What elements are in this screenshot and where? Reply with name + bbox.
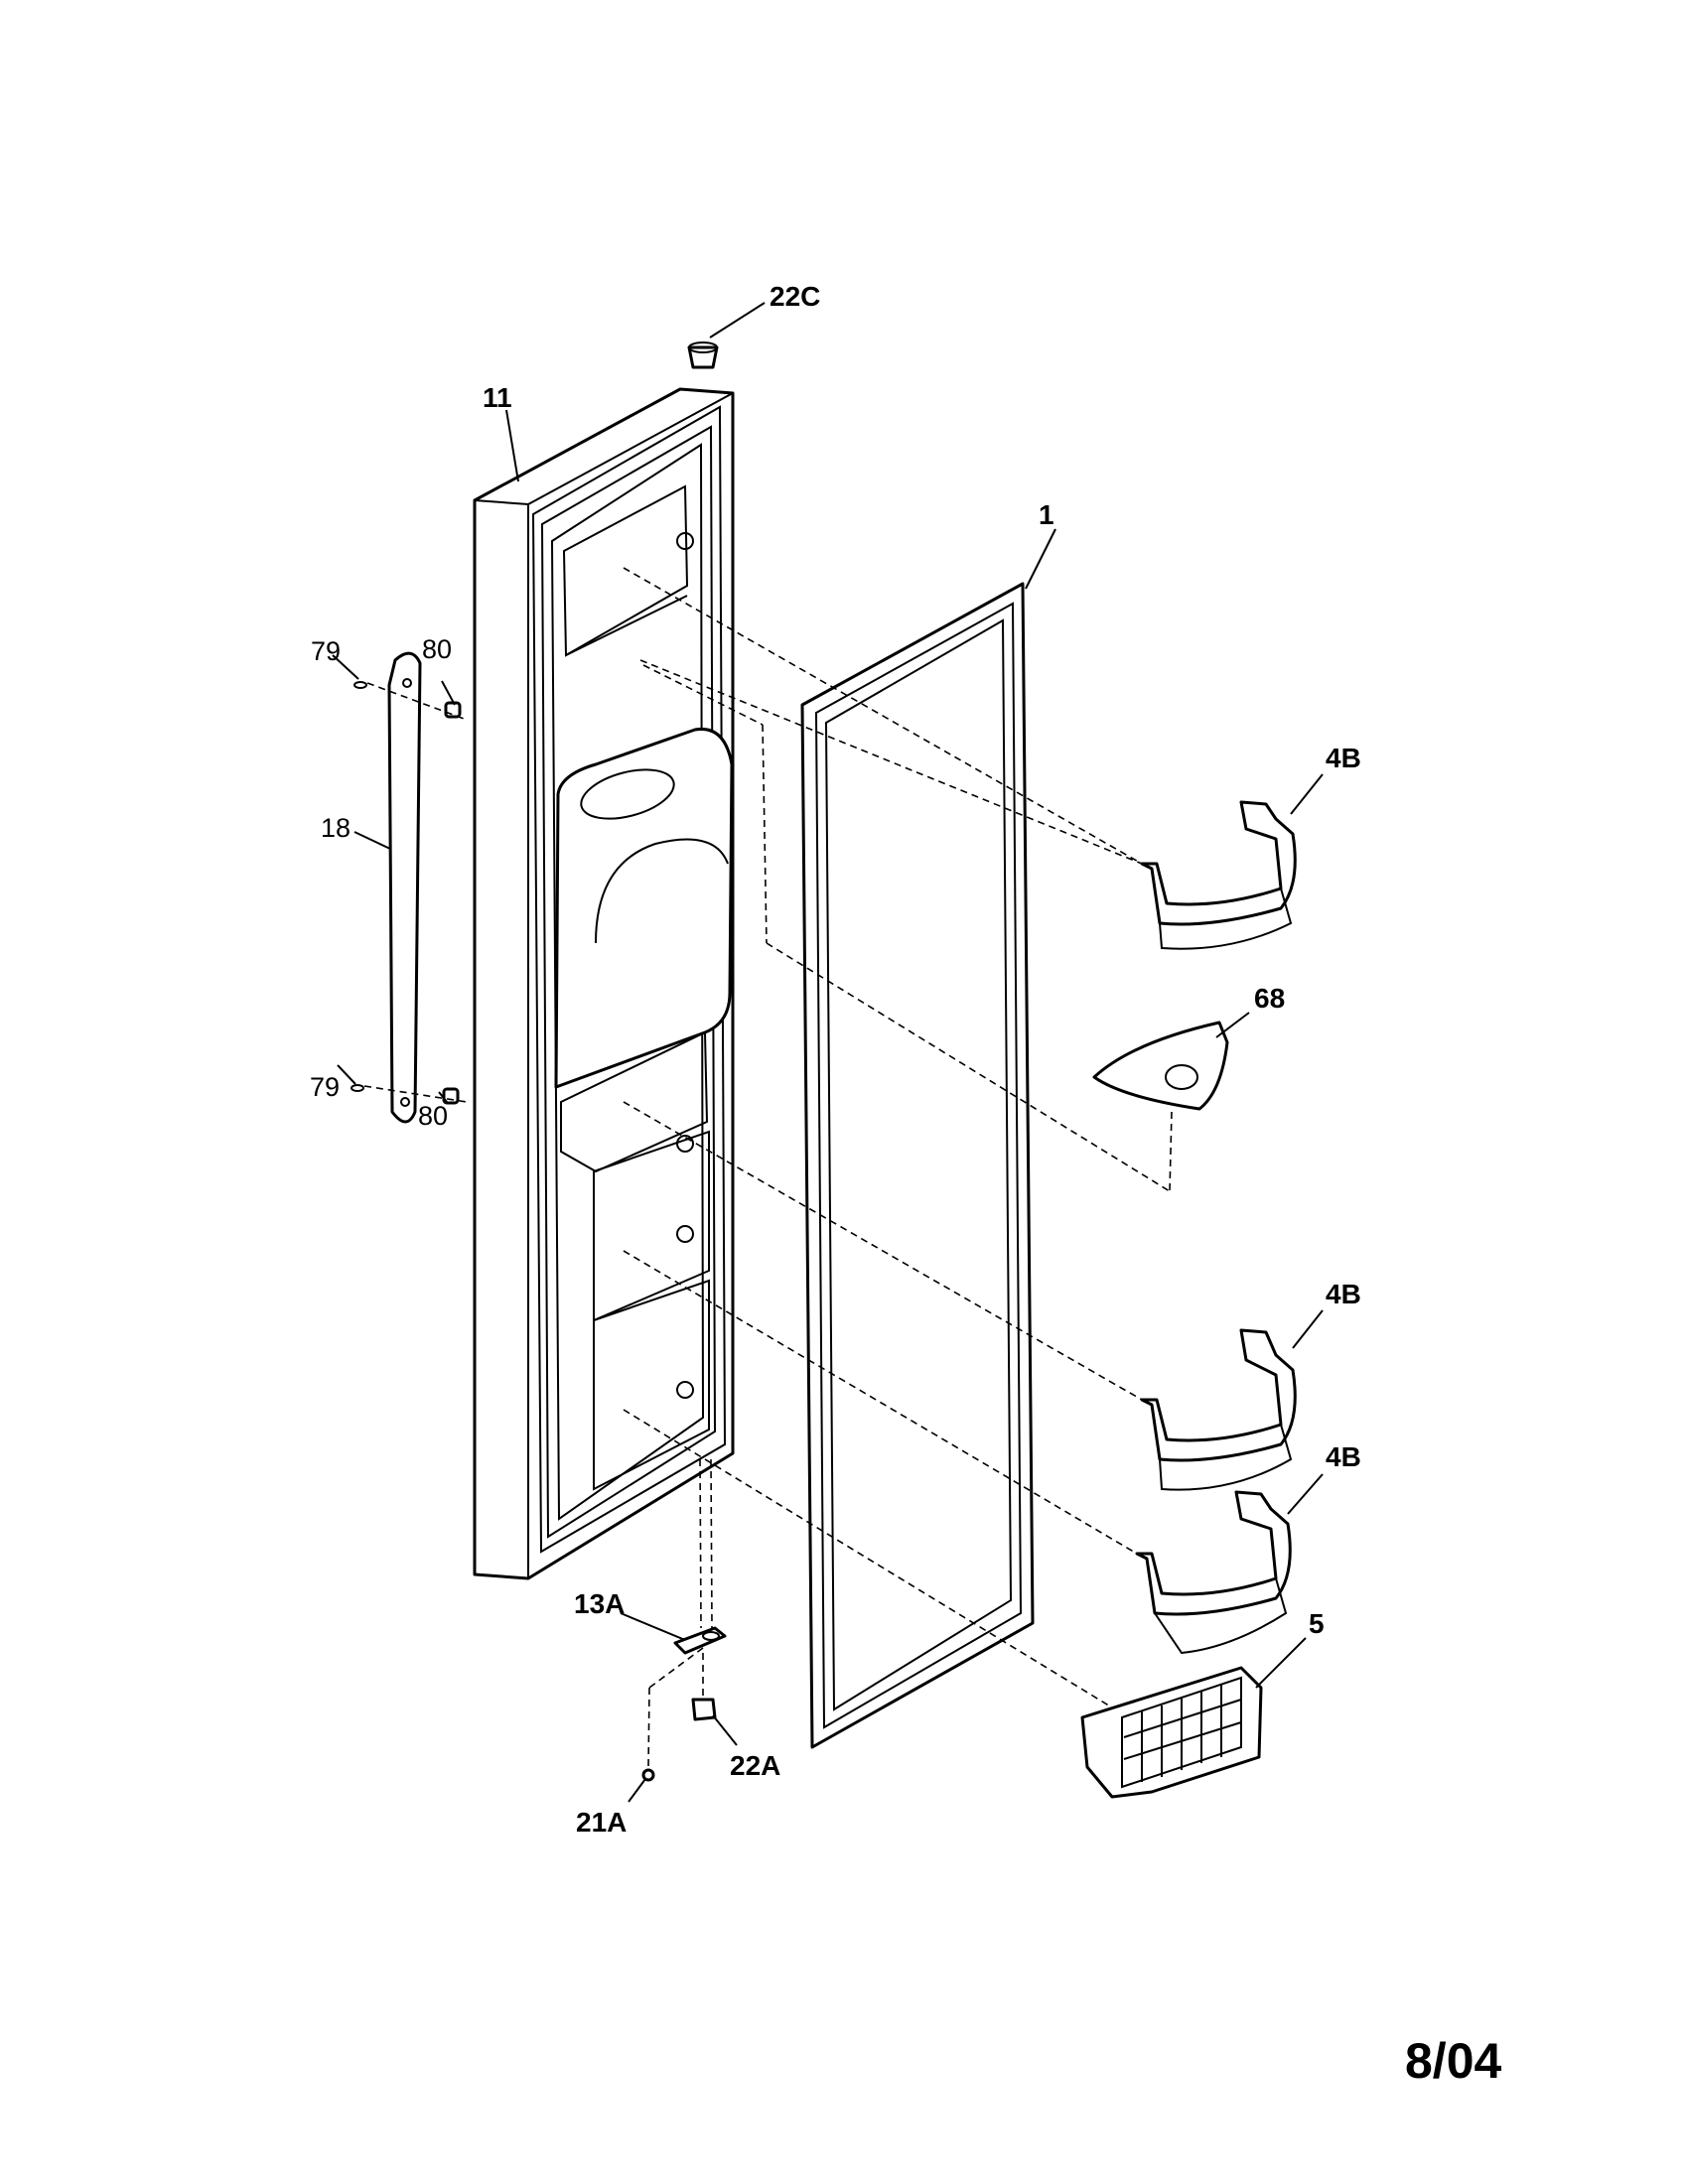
bottom-hinge — [673, 1626, 727, 1655]
door-gasket — [800, 582, 1035, 1749]
callout-80-top: 80 — [422, 634, 452, 664]
door-handle — [387, 651, 422, 1124]
callout-1: 1 — [1039, 499, 1054, 530]
callout-79-bottom: 79 — [310, 1072, 340, 1102]
callout-68: 68 — [1254, 983, 1285, 1014]
callout-4B-top: 4B — [1326, 743, 1361, 773]
dispenser-cup — [1092, 1021, 1229, 1192]
callout-5: 5 — [1309, 1608, 1325, 1639]
callout-22A: 22A — [730, 1750, 780, 1781]
door-bin-lower — [1135, 1490, 1292, 1655]
screw-bottom — [351, 1084, 364, 1092]
screw-top — [353, 681, 367, 689]
callout-4B-middle: 4B — [1326, 1279, 1361, 1309]
callout-13A: 13A — [574, 1588, 625, 1619]
dispenser-housing — [554, 727, 734, 1089]
hinge-screw — [641, 1768, 655, 1782]
wire-basket — [1080, 1666, 1263, 1799]
date-code: 8/04 — [1405, 2033, 1502, 2089]
callout-79-top: 79 — [311, 636, 341, 666]
door-bin-top — [1140, 800, 1297, 950]
door-bin-middle — [1140, 1328, 1297, 1491]
top-hinge-bushing — [687, 341, 719, 369]
callout-22C: 22C — [770, 281, 820, 312]
callout-80-bottom: 80 — [418, 1101, 448, 1131]
door-panel — [473, 387, 735, 1580]
callout-21A: 21A — [576, 1807, 627, 1838]
callout-4B-lower: 4B — [1326, 1441, 1361, 1472]
bottom-bushing — [691, 1698, 717, 1721]
bushing-top — [444, 701, 462, 719]
callout-18: 18 — [321, 813, 351, 843]
callout-11: 11 — [483, 382, 512, 413]
